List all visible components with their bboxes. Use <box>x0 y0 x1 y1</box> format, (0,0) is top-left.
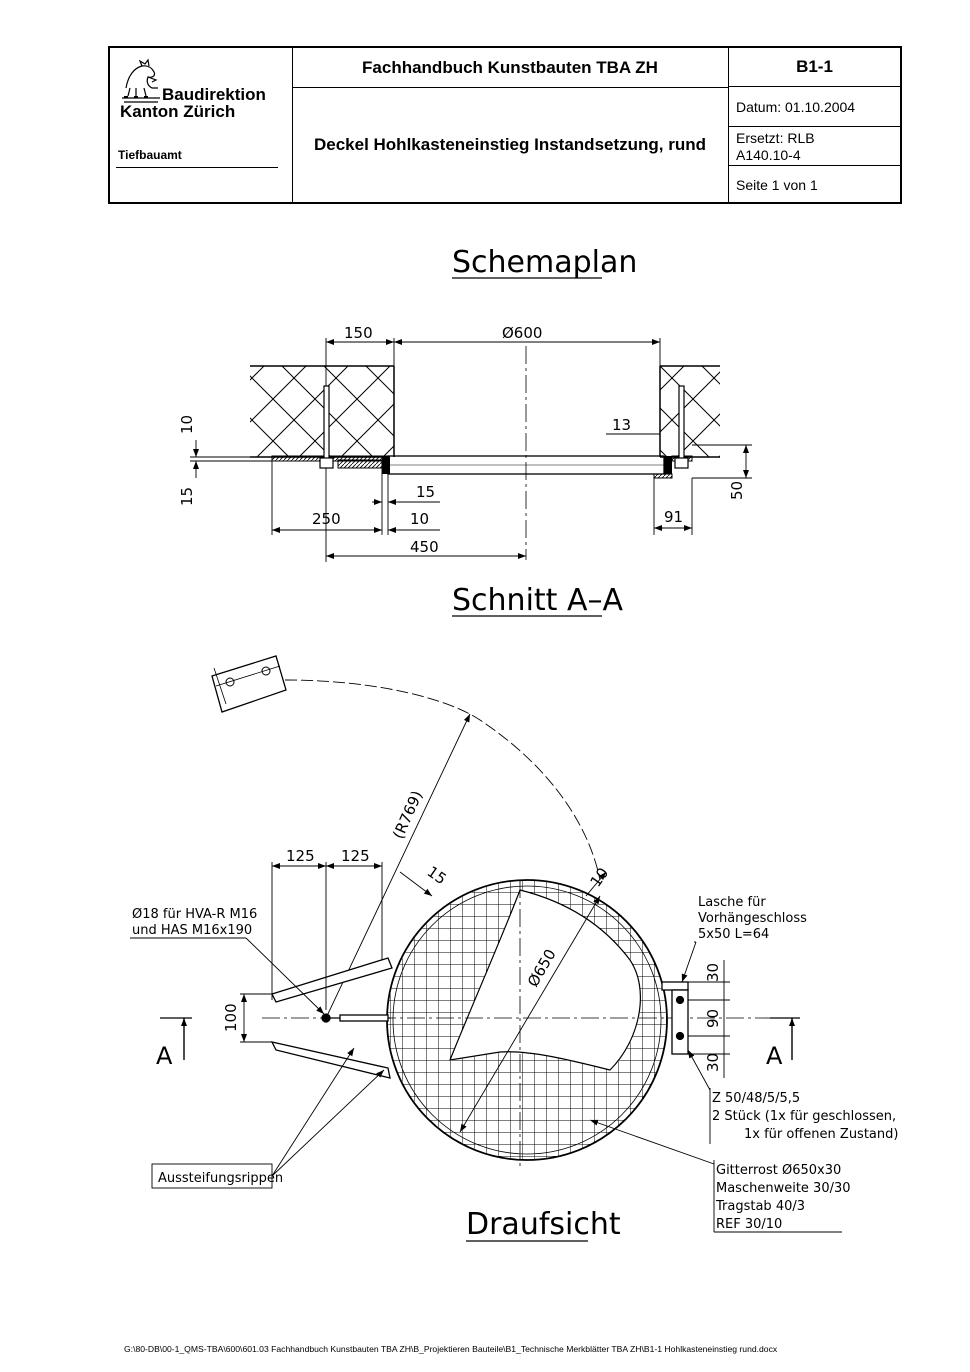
dim-90: 90 <box>704 1009 722 1028</box>
note-bolt-line1: Ø18 für HVA-R M16 <box>132 907 257 922</box>
concrete-slab-right <box>659 365 720 458</box>
annotation-ribs: Aussteifungsrippen <box>151 1047 385 1189</box>
note-rost-line2: Maschenweite 30/30 <box>716 1181 851 1196</box>
note-ribs: Aussteifungsrippen <box>158 1171 283 1186</box>
annotation-bolt: Ø18 für HVA-R M16 und HAS M16x190 <box>130 907 325 1015</box>
replaces-line1: Ersetzt: RLB <box>736 130 815 146</box>
section-label-left: A <box>156 1042 173 1070</box>
open-lid-hinge-plate <box>211 655 287 713</box>
note-lasche-line1: Lasche für <box>698 895 766 910</box>
dim-150: 150 <box>344 324 373 342</box>
meta-cell: B1-1 Datum: 01.10.2004 Ersetzt: RLB A140… <box>729 48 900 202</box>
dim-125-right: 125 <box>341 847 370 865</box>
dimensions-top-view <box>240 862 730 1133</box>
department-underline <box>116 167 278 168</box>
concrete-slab-left <box>250 365 395 458</box>
anchor-bolts-section <box>319 385 689 469</box>
replaces-line2: A140.10-4 <box>736 147 801 163</box>
radius-line-r769 <box>325 713 471 1019</box>
dim-15-rim: 15 <box>424 863 450 889</box>
replaces-field: Ersetzt: RLB A140.10-4 <box>729 128 900 166</box>
annotation-z-bracket: Z 50/48/5/5,5 2 Stück (1x für geschlosse… <box>687 1049 898 1144</box>
document-title: Deckel Hohlkasteneinstieg Instandsetzung… <box>313 135 707 154</box>
dim-10-rim: 10 <box>587 864 613 890</box>
dim-91: 91 <box>664 508 683 526</box>
document-date: Datum: 01.10.2004 <box>729 88 900 127</box>
dim-r769: (R769) <box>389 788 426 842</box>
dim-15: 15 <box>178 487 196 506</box>
note-z-line3: 1x für offenen Zustand) <box>744 1127 898 1142</box>
dim-250: 250 <box>312 510 341 528</box>
dim-10: 10 <box>178 415 196 434</box>
note-bolt-line2: und HAS M16x190 <box>132 923 252 938</box>
document-code: B1-1 <box>729 48 900 87</box>
dim-30-top: 30 <box>704 963 722 982</box>
org-cell: Baudirektion Kanton Zürich Tiefbauamt <box>110 48 293 202</box>
annotation-grating: Gitterrost Ø650x30 Maschenweite 30/30 Tr… <box>589 1119 851 1233</box>
title-cell: Fachhandbuch Kunstbauten TBA ZH Deckel H… <box>292 48 729 202</box>
dim-30-bottom: 30 <box>704 1053 722 1072</box>
top-view-title: Draufsicht <box>466 1207 621 1242</box>
department: Tiefbauamt <box>118 148 182 162</box>
dim-50: 50 <box>728 481 746 500</box>
lid-plate-section <box>271 455 693 479</box>
note-lasche-line2: Vorhängeschloss <box>698 911 807 926</box>
note-z-line2: 2 Stück (1x für geschlossen, <box>712 1109 896 1124</box>
swing-arc-r769 <box>284 679 601 881</box>
section-marker-right: A <box>766 1017 800 1070</box>
grating-circle <box>386 879 668 1161</box>
dimensions-schemaplan <box>190 338 752 562</box>
section-label-right: A <box>766 1042 783 1070</box>
dim-10-gap: 10 <box>410 510 429 528</box>
title-block: Baudirektion Kanton Zürich Tiefbauamt Fa… <box>108 46 902 204</box>
file-path-footer: G:\80-DB\00-1_QMS-TBA\600\601.03 Fachhan… <box>124 1344 778 1354</box>
dim-125-left: 125 <box>286 847 315 865</box>
note-rost-line3: Tragstab 40/3 <box>715 1199 805 1214</box>
annotation-lasche: Lasche für Vorhängeschloss 5x50 L=64 <box>681 895 807 983</box>
section-title: Schnitt A–A <box>452 583 623 618</box>
dim-13: 13 <box>612 416 631 434</box>
section-marker-left: A <box>156 1017 192 1070</box>
dim-100: 100 <box>222 1003 240 1032</box>
dim-600: Ø600 <box>502 324 542 342</box>
lock-tab-bracket <box>661 981 689 1055</box>
schemaplan-title: Schemaplan <box>452 245 637 280</box>
org-name: Baudirektion <box>162 85 266 104</box>
dim-15-gap: 15 <box>416 483 435 501</box>
handbook-title: Fachhandbuch Kunstbauten TBA ZH <box>292 48 728 88</box>
org-canton: Kanton Zürich <box>120 102 236 121</box>
hinge-brackets <box>270 957 393 1079</box>
note-rost-line4: REF 30/10 <box>716 1217 782 1232</box>
zurich-lion-logo <box>122 58 160 103</box>
dim-450: 450 <box>410 538 439 556</box>
note-lasche-line3: 5x50 L=64 <box>698 927 769 942</box>
page-number: Seite 1 von 1 <box>736 176 818 193</box>
note-z-line1: Z 50/48/5/5,5 <box>712 1091 800 1106</box>
note-rost-line1: Gitterrost Ø650x30 <box>716 1163 841 1178</box>
